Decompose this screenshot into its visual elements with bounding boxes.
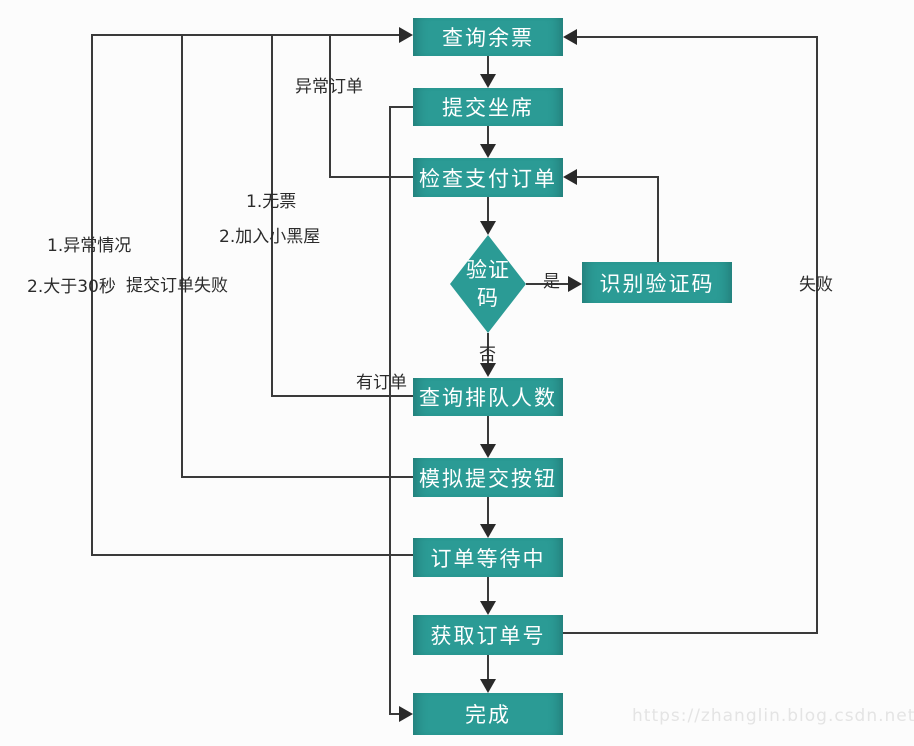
edge-label-no-ticket: 1.无票	[246, 192, 297, 212]
connector-check-payment-return-vertical	[329, 34, 331, 177]
connector-recognize-return-vertical	[657, 176, 659, 262]
connector-yes-branch	[526, 283, 568, 285]
node-simulate-submit-button: 模拟提交按钮	[413, 458, 563, 497]
node-query-tickets: 查询余票	[413, 18, 563, 56]
connector-submit-seat-branch-bottom	[389, 713, 399, 715]
arrowhead-into-simulate-submit	[480, 444, 496, 458]
arrowhead-into-order-waiting	[480, 524, 496, 538]
edge-label-yes: 是	[543, 272, 560, 292]
node-get-order-number: 获取订单号	[413, 615, 563, 655]
arrowhead-into-submit-seat	[480, 74, 496, 88]
arrowhead-into-captcha-diamond	[480, 221, 496, 235]
node-submit-seat: 提交坐席	[413, 88, 563, 126]
flow-line-4	[487, 333, 489, 365]
decision-captcha: 验证码	[450, 235, 526, 333]
edge-label-abnormal-case: 1.异常情况	[47, 236, 132, 256]
flow-line-3	[487, 197, 489, 223]
connector-query-queue-return-horizontal	[271, 395, 413, 397]
connector-order-waiting-return-vertical	[91, 34, 93, 555]
edge-label-no: 否	[479, 345, 496, 365]
flow-line-5	[487, 416, 489, 446]
node-query-queue-count: 查询排队人数	[413, 378, 563, 416]
flow-line-8	[487, 655, 489, 681]
connector-fail-return-bottom	[563, 632, 818, 634]
edge-label-over-30s: 2.大于30秒	[27, 277, 116, 297]
edge-label-blacklist: 2.加入小黑屋	[219, 227, 321, 247]
node-recognize-captcha: 识别验证码	[582, 262, 732, 303]
arrowhead-into-recognize-captcha	[568, 276, 582, 292]
arrowhead-into-done-top	[480, 679, 496, 693]
edge-label-abnormal-order: 异常订单	[295, 77, 363, 97]
arrowhead-into-query-tickets-left	[399, 27, 413, 43]
connector-fail-return-vertical	[816, 36, 818, 634]
arrowhead-into-query-queue	[480, 363, 496, 377]
connector-simulate-submit-return-vertical	[181, 34, 183, 477]
watermark-url: https://zhanglin.blog.csdn.net	[632, 706, 914, 726]
connector-recognize-return-horizontal	[577, 176, 659, 178]
decision-captcha-label: 验证码	[466, 257, 510, 310]
node-check-payment-order: 检查支付订单	[413, 158, 563, 197]
connector-submit-seat-branch-vertical	[389, 106, 391, 714]
flow-line-1	[487, 56, 489, 76]
arrowhead-into-check-payment-right	[563, 169, 577, 185]
node-order-waiting: 订单等待中	[413, 538, 563, 577]
edge-label-submit-order-fail: 提交订单失败	[126, 276, 228, 296]
edge-label-has-order: 有订单	[356, 373, 407, 393]
connector-check-payment-return-horizontal	[329, 176, 413, 178]
node-done: 完成	[413, 693, 563, 735]
arrowhead-into-check-payment	[480, 144, 496, 158]
flow-line-6	[487, 497, 489, 525]
arrowhead-into-get-order-number	[480, 601, 496, 615]
edge-label-fail: 失败	[799, 275, 833, 295]
connector-submit-seat-branch-top	[389, 106, 413, 108]
flow-line-7	[487, 577, 489, 603]
arrowhead-into-done-left	[399, 706, 413, 722]
connector-fail-return-top	[577, 36, 818, 38]
connector-order-waiting-return-horizontal	[91, 554, 413, 556]
connector-simulate-submit-return-horizontal	[181, 476, 413, 478]
arrowhead-into-query-tickets-right	[563, 29, 577, 45]
flow-line-2	[487, 126, 489, 146]
connector-top-merge-line	[92, 34, 400, 36]
connector-query-queue-return-vertical	[271, 34, 273, 396]
